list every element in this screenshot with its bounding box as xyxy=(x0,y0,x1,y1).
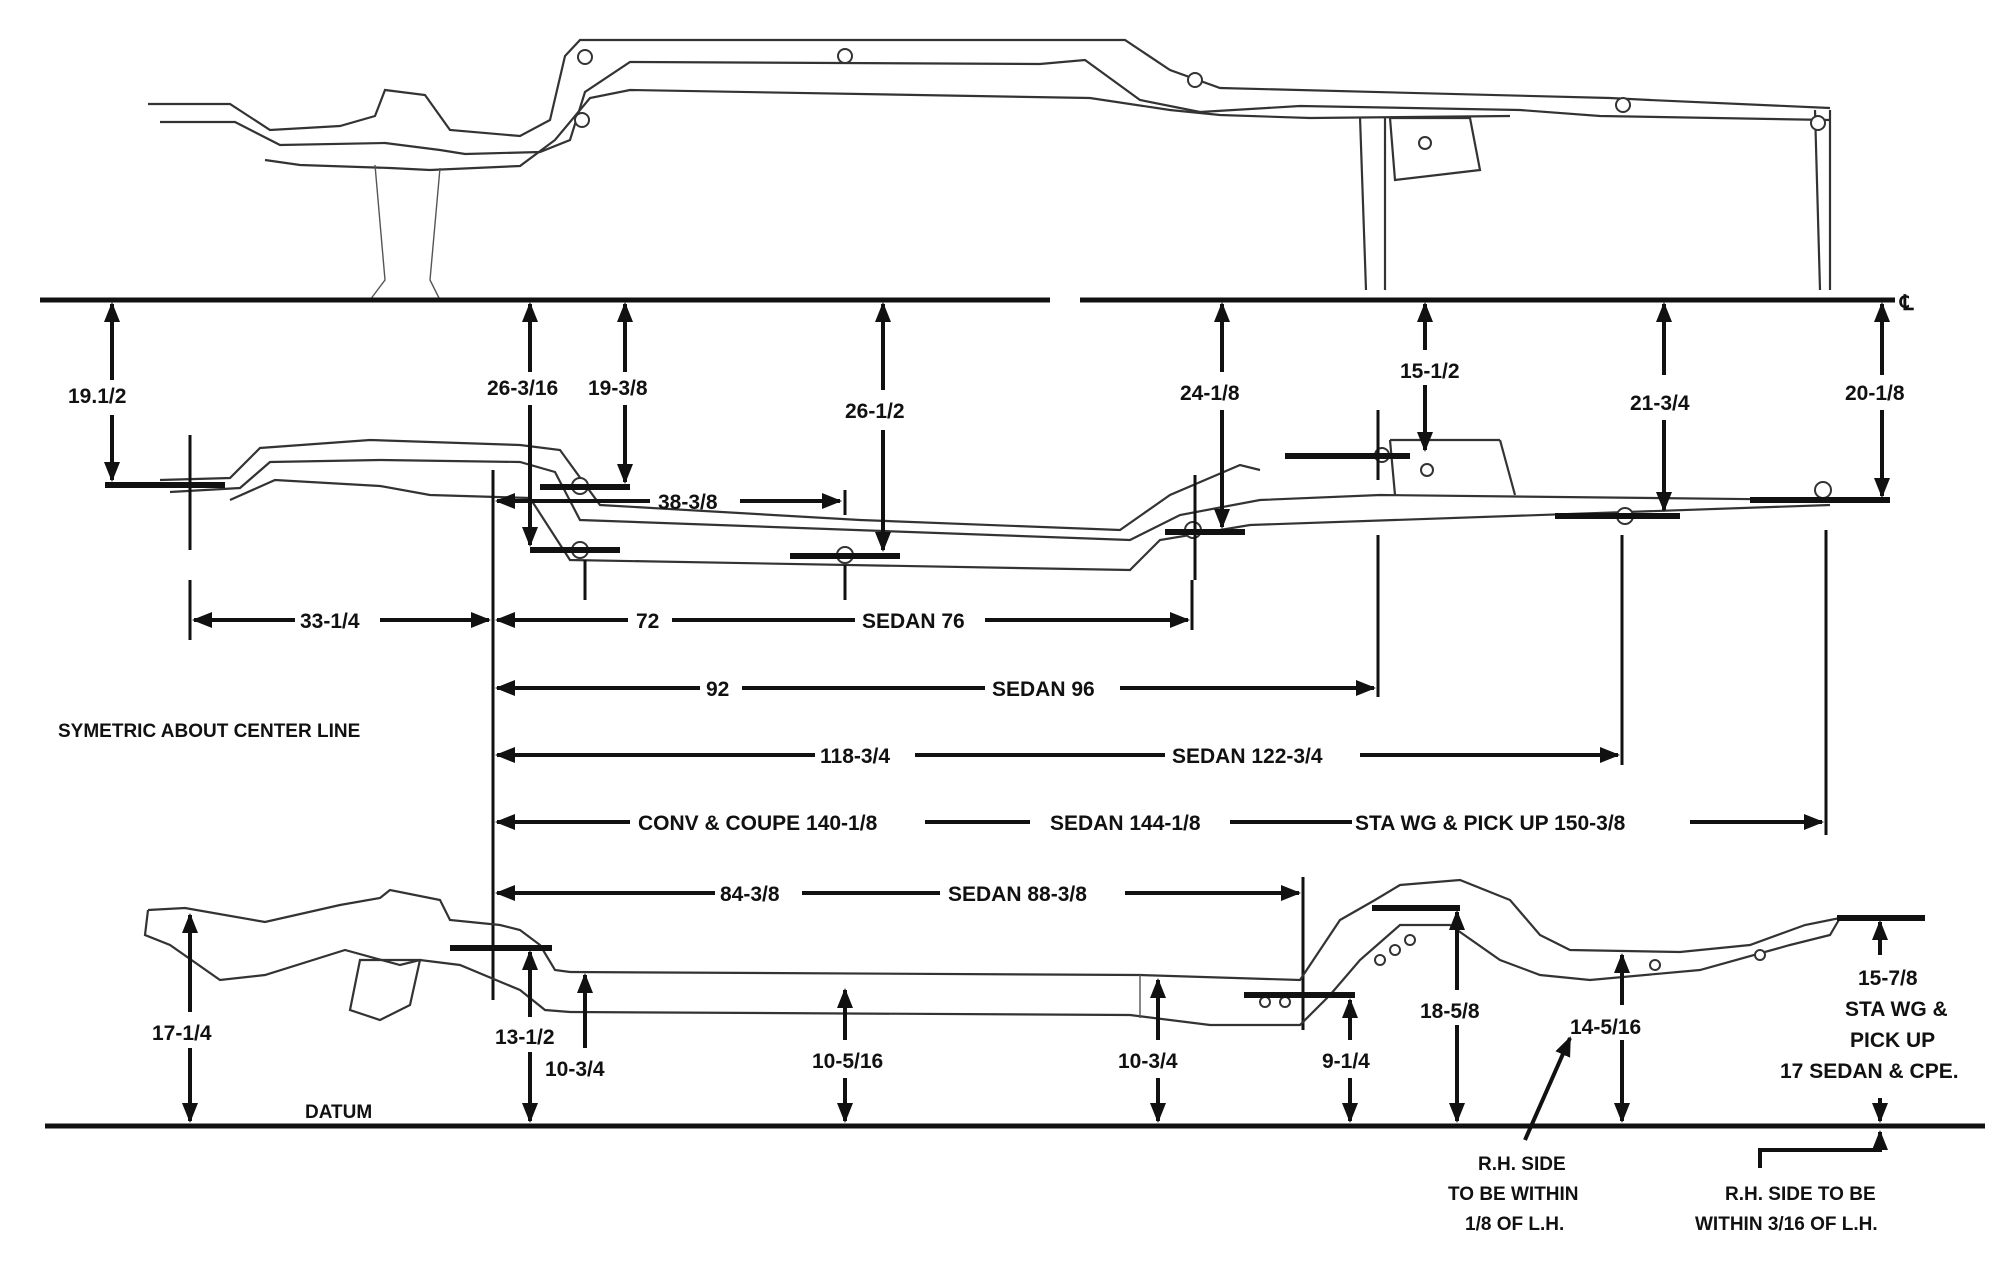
height-dim-label: 9-1/4 xyxy=(1322,1050,1370,1073)
length-dim-140-144-150: CONV & COUPE 140-1/8 SEDAN 144-1/8 STA W… xyxy=(495,812,1824,835)
width-dim-label: 21-3/4 xyxy=(1630,392,1690,415)
datum-label: DATUM xyxy=(305,1102,372,1123)
height-dim-h5: 10-3/4 xyxy=(1118,978,1178,1123)
extension-lines xyxy=(188,490,1828,1030)
note-line: R.H. SIDE TO BE xyxy=(1725,1184,1876,1205)
length-dim-label: SEDAN 96 xyxy=(992,678,1095,701)
height-dim-label: 10-3/4 xyxy=(545,1058,605,1081)
length-dim-label: 72 xyxy=(636,610,659,633)
width-dim-label: 20-1/8 xyxy=(1845,382,1905,405)
rh-note-2: R.H. SIDE TO BE WITHIN 3/16 OF L.H. xyxy=(1695,1130,1888,1235)
width-dim-w5: 24-1/8 xyxy=(1180,302,1240,529)
rear-height-label: 15-7/8 xyxy=(1858,967,1918,990)
width-dim-label: 26-1/2 xyxy=(845,400,905,423)
width-dim-w6: 15-1/2 xyxy=(1400,302,1460,452)
length-dim-33: 33-1/4 xyxy=(192,610,491,633)
length-dim-84-88: 84-3/8 SEDAN 88-3/8 xyxy=(495,883,1301,906)
height-dim-label: 14-5/16 xyxy=(1570,1016,1641,1039)
rear-height-label: 17 SEDAN & CPE. xyxy=(1780,1060,1959,1083)
note-line: R.H. SIDE xyxy=(1478,1154,1566,1175)
length-dim-label: 92 xyxy=(706,678,729,701)
length-dim-label: 38-3/8 xyxy=(658,491,718,514)
height-dim-label: 10-5/16 xyxy=(812,1050,883,1073)
rear-height-label: PICK UP xyxy=(1850,1029,1935,1052)
height-dim-h3: 10-3/4 xyxy=(545,973,605,1081)
note-line: TO BE WITHIN xyxy=(1448,1184,1579,1205)
height-dim-h6: 9-1/4 xyxy=(1322,998,1370,1123)
width-dim-w3: 19-3/8 xyxy=(588,302,648,484)
width-dim-w1: 19.1/2 xyxy=(68,302,126,482)
width-dim-w8: 20-1/8 xyxy=(1845,302,1905,498)
height-dim-h1: 17-1/4 xyxy=(152,913,212,1123)
height-dim-h8: 14-5/16 xyxy=(1570,953,1641,1123)
length-dim-label: 33-1/4 xyxy=(300,610,360,633)
length-dim-118-122: 118-3/4 SEDAN 122-3/4 xyxy=(495,745,1620,768)
height-dim-h2: 13-1/2 xyxy=(495,950,555,1123)
frame-plan-upper-outline xyxy=(148,38,1832,301)
height-dim-label: 10-3/4 xyxy=(1118,1050,1178,1073)
width-dim-w7: 21-3/4 xyxy=(1630,302,1690,512)
length-dim-label: STA WG & PICK UP 150-3/8 xyxy=(1355,812,1626,835)
height-dim-h7: 18-5/8 xyxy=(1420,910,1480,1123)
plan-target-marks xyxy=(105,410,1890,600)
frame-plan-lower-outline xyxy=(159,438,1832,572)
width-dim-w4: 26-1/2 xyxy=(845,302,905,552)
height-dim-label: 18-5/8 xyxy=(1420,1000,1480,1023)
length-dim-92-96: 92 SEDAN 96 xyxy=(495,678,1376,701)
width-dim-label: 19-3/8 xyxy=(588,377,648,400)
height-dim-label: 17-1/4 xyxy=(152,1022,212,1045)
centerline-symbol: ℄ xyxy=(1899,292,1914,315)
length-dim-label: CONV & COUPE 140-1/8 xyxy=(638,812,878,835)
length-dim-label: SEDAN 144-1/8 xyxy=(1050,812,1201,835)
width-dim-w2: 26-3/16 xyxy=(487,302,558,547)
rh-note-1: R.H. SIDE TO BE WITHIN 1/8 OF L.H. xyxy=(1448,1036,1579,1235)
length-dim-label: SEDAN 76 xyxy=(862,610,965,633)
symmetry-note: SYMETRIC ABOUT CENTER LINE xyxy=(58,721,360,742)
width-dim-label: 26-3/16 xyxy=(487,377,558,400)
rear-height-label: STA WG & xyxy=(1845,998,1948,1021)
length-dim-38: 38-3/8 xyxy=(495,491,842,514)
width-dim-label: 19.1/2 xyxy=(68,385,126,408)
height-dim-label: 13-1/2 xyxy=(495,1026,555,1049)
width-dim-label: 24-1/8 xyxy=(1180,382,1240,405)
length-dim-label: SEDAN 88-3/8 xyxy=(948,883,1087,906)
rear-height-dim: 15-7/8 STA WG & PICK UP 17 SEDAN & CPE. xyxy=(1780,920,1959,1123)
side-target-marks xyxy=(450,905,1925,998)
height-dim-h4: 10-5/16 xyxy=(812,988,883,1123)
length-dim-label: SEDAN 122-3/4 xyxy=(1172,745,1323,768)
width-dim-label: 15-1/2 xyxy=(1400,360,1460,383)
length-dim-label: 118-3/4 xyxy=(820,745,890,768)
length-dim-72-76: 72 SEDAN 76 xyxy=(495,610,1190,633)
length-dim-label: 84-3/8 xyxy=(720,883,780,906)
note-line: 1/8 OF L.H. xyxy=(1465,1214,1564,1235)
note-line: WITHIN 3/16 OF L.H. xyxy=(1695,1214,1878,1235)
